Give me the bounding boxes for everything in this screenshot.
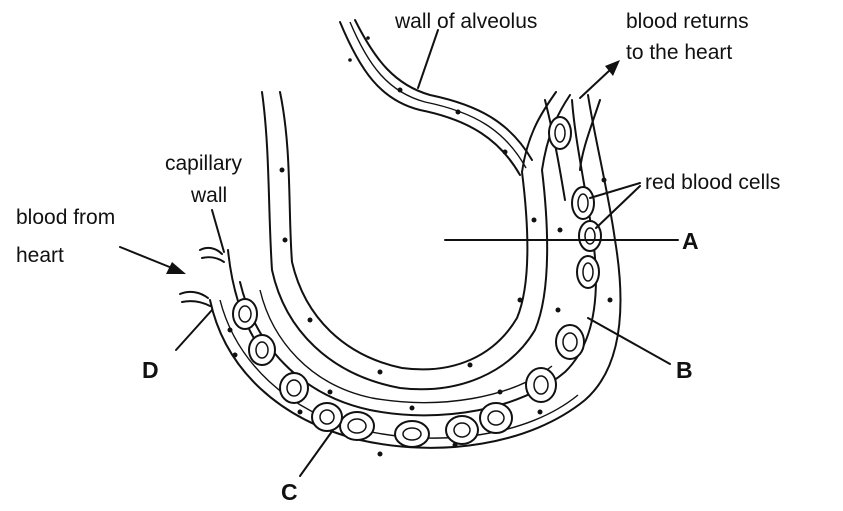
line-b [588, 318, 670, 364]
red-blood-cell [233, 299, 257, 329]
red-blood-cells-pointer-1 [590, 183, 640, 198]
letter-b: B [676, 357, 693, 383]
red-blood-cells-pointer-2 [596, 186, 640, 228]
label-blood-returns-line2: to the heart [626, 41, 732, 64]
capillary-cut-ends [180, 248, 224, 306]
red-blood-cell [395, 421, 429, 447]
red-blood-cell [340, 412, 374, 440]
label-blood-returns-line1: blood returns [626, 10, 749, 33]
letter-a: A [682, 228, 699, 254]
blood-from-heart-arrow [120, 247, 186, 274]
alveolus-wall-pointer [418, 30, 438, 88]
red-blood-cell [446, 416, 478, 444]
red-blood-cell [249, 335, 275, 365]
red-blood-cell [526, 368, 556, 402]
label-blood-from-heart-line2: heart [16, 244, 64, 267]
alveolus-wall [262, 20, 570, 389]
label-capillary-line2: wall [190, 184, 227, 207]
label-blood-from-heart-line1: blood from [16, 206, 115, 229]
red-blood-cell [572, 187, 594, 219]
letter-c: C [281, 479, 298, 505]
letter-d: D [142, 357, 159, 383]
red-blood-cell [549, 117, 571, 149]
red-blood-cell [280, 373, 308, 403]
red-blood-cell [312, 403, 342, 431]
label-wall-of-alveolus: wall of alveolus [394, 10, 537, 33]
line-c [300, 430, 333, 476]
line-d [176, 310, 212, 350]
red-blood-cell [577, 256, 599, 288]
capillary-wall-pointer [212, 210, 224, 252]
label-red-blood-cells: red blood cells [645, 171, 780, 194]
red-blood-cell [556, 325, 584, 359]
label-capillary-line1: capillary [165, 152, 243, 175]
red-blood-cell [480, 403, 512, 433]
blood-returns-arrow [580, 60, 620, 98]
